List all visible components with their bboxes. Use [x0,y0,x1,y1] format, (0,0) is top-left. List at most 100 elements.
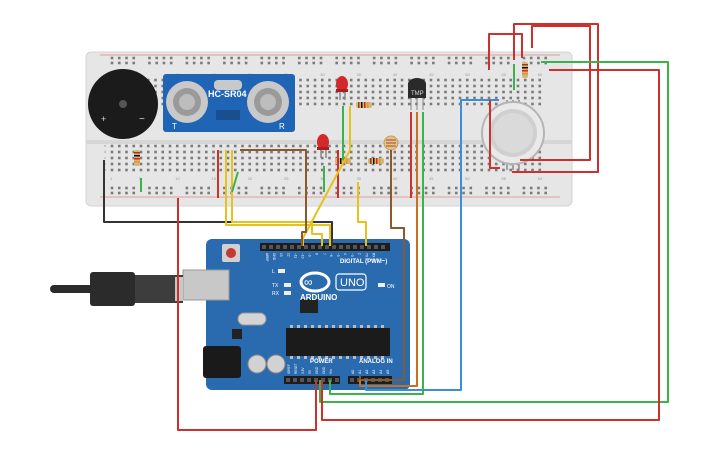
wire-orange-tmp [359,112,418,387]
col-number-bottom: 35 [357,176,362,181]
wires [103,23,669,431]
power-pin-label: GND [322,366,326,374]
power-label: POWER [310,359,333,365]
wire-red-gas-top [488,33,523,70]
resistor-5[interactable] [522,62,528,78]
digital-label: DIGITAL (PWM~) [340,259,387,265]
col-number-bottom: 45 [429,176,434,181]
wire-red-gas-right [512,23,599,173]
wire-brown-ldr [359,150,405,381]
col-number-bottom: 1 [110,176,113,181]
led-tx-label: TX [272,283,279,289]
analog-label: ANALOG IN [359,359,393,365]
col-number-bottom: 25 [284,176,289,181]
row-letter: d [104,149,106,154]
digital-pin-label: ~6 [329,253,333,257]
col-number-top: 45 [429,72,434,77]
power-pin-label: IOREF [287,364,291,374]
ultrasonic-sensor[interactable]: HC-SR04 T R [163,74,295,132]
analog-pin-label: A2 [365,370,369,374]
led-red-1[interactable] [336,76,348,100]
wire-yellow-led [357,182,367,246]
digital-pin-label: ~10 [301,253,305,259]
row-letter: b [104,161,107,166]
row-letter: e [104,143,107,148]
analog-pin-label: A5 [386,370,390,374]
on-label: ON [387,284,395,290]
buzzer-minus-label: − [139,114,145,125]
wire-green-tmp [329,112,424,395]
col-number-bottom: 55 [502,176,507,181]
power-pin-label: 5V [308,369,312,374]
photoresistor[interactable] [383,135,399,151]
arduino-brand-label: ARDUINO [300,293,337,302]
digital-header [262,245,385,249]
wire-yellow-echo [231,150,323,246]
digital-pin-label: TX 1 [364,253,368,260]
sensor-t-label: T [172,122,177,131]
arduino-model-label: UNO [340,277,365,289]
col-number-top: 40 [393,72,398,77]
row-letter: c [104,155,106,160]
microcontroller-pins [290,325,384,359]
svg-text:∞: ∞ [304,275,313,289]
digital-pin-label: GND [272,253,276,261]
power-pin-label: RESET [294,363,298,374]
col-number-bottom: 40 [393,176,398,181]
piezo-buzzer[interactable]: + − [88,69,158,139]
col-number-bottom: 50 [465,176,470,181]
col-number-top: 35 [357,72,362,77]
wire-red-5v [177,198,317,431]
col-number-top: 30 [320,72,325,77]
digital-pin-label: ~9 [308,253,312,257]
digital-pin-label: RX 0 [372,253,376,260]
analog-pin-label: A4 [379,370,383,374]
col-number-bottom: 60 [538,176,543,181]
col-number-bottom: 30 [320,176,325,181]
digital-pin-label: AREF [265,253,269,262]
col-number-bottom: 15 [212,176,217,181]
gas-sensor[interactable] [481,100,545,170]
wire-green-gas [319,61,669,403]
resistor-1[interactable] [134,150,140,166]
wire-red-gas-loop [520,25,591,161]
power-pin-label: Vin [329,369,333,374]
resistor-2[interactable] [356,102,372,108]
led-rx-label: RX [272,291,280,297]
wire-brown-led [240,149,307,246]
led-red-2[interactable] [317,134,329,158]
col-number-bottom: 20 [248,176,253,181]
digital-pin-label: 2 [357,253,361,255]
analog-pin-label: A0 [351,370,355,374]
wire-green-short-2 [231,171,239,193]
wire-black-gnd [103,160,333,246]
wire-red-gas-long [321,69,660,421]
digital-pin-label: 4 [343,253,347,255]
col-number-top: 60 [538,72,543,77]
usb-cable[interactable] [50,272,183,306]
digital-pin-label: ~3 [350,253,354,257]
arduino-uno[interactable]: ∞ UNO ARDUINO DIGITAL (PWM~) ON L TX RX … [182,228,410,390]
sensor-r-label: R [279,122,285,131]
led-l-label: L [272,269,275,275]
digital-pin-label: 8 [315,253,319,255]
col-number-top: 55 [502,72,507,77]
tmp-label: TMP [411,91,424,97]
power-pin-label: 3.3V [301,367,305,374]
temperature-sensor[interactable]: TMP [408,78,426,110]
analog-pin-label: A1 [358,370,362,374]
resistor-4[interactable] [368,158,384,164]
buzzer-plus-label: + [101,114,106,124]
row-letter: a [104,167,107,172]
wire-blue-gas [365,99,499,391]
sensor-model-label: HC-SR04 [208,89,247,99]
digital-pin-label: 13 [279,253,283,257]
digital-pin-label: ~5 [336,253,340,257]
digital-pin-label: 7 [322,253,326,255]
col-number-top: 50 [465,72,470,77]
